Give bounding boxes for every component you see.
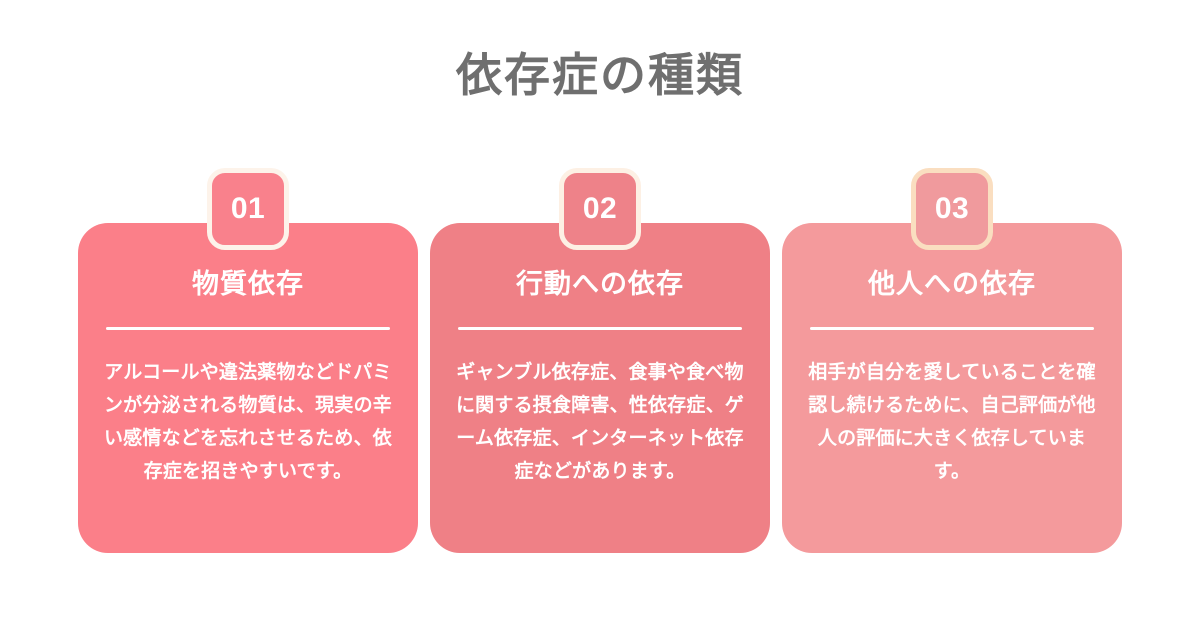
card-body-01: 物質依存 アルコールや違法薬物などドパミンが分泌される物質は、現実の辛い感情など… bbox=[78, 223, 418, 553]
card-description-02: ギャンブル依存症、食事や食べ物に関する摂食障害、性依存症、ゲーム依存症、インター… bbox=[455, 362, 744, 482]
card-description-01: アルコールや違法薬物などドパミンが分泌される物質は、現実の辛い感情などを忘れさせ… bbox=[103, 362, 392, 482]
badge-01: 01 bbox=[207, 168, 289, 250]
card-title-02: 行動への依存 bbox=[516, 269, 684, 299]
card-body-03: 他人への依存 相手が自分を愛していることを確認し続けるために、自己評価が他人の評… bbox=[782, 223, 1122, 553]
card-title-03: 他人への依存 bbox=[868, 269, 1036, 299]
card-divider-01 bbox=[106, 327, 390, 330]
badge-number-01: 01 bbox=[230, 192, 266, 225]
card-row: 01 物質依存 アルコールや違法薬物などドパミンが分泌される物質は、現実の辛い感… bbox=[78, 168, 1122, 553]
card-02: 02 行動への依存 ギャンブル依存症、食事や食べ物に関する摂食障害、性依存症、ゲ… bbox=[430, 168, 770, 553]
card-title-01: 物質依存 bbox=[192, 269, 304, 299]
card-body-02: 行動への依存 ギャンブル依存症、食事や食べ物に関する摂食障害、性依存症、ゲーム依… bbox=[430, 223, 770, 553]
badge-02: 02 bbox=[559, 168, 641, 250]
badge-03: 03 bbox=[911, 168, 993, 250]
badge-number-03: 03 bbox=[934, 192, 970, 225]
card-01: 01 物質依存 アルコールや違法薬物などドパミンが分泌される物質は、現実の辛い感… bbox=[78, 168, 418, 553]
card-divider-02 bbox=[458, 327, 742, 330]
card-03: 03 他人への依存 相手が自分を愛していることを確認し続けるために、自己評価が他… bbox=[782, 168, 1122, 553]
page-title: 依存症の種類 bbox=[456, 49, 744, 101]
badge-number-02: 02 bbox=[582, 192, 618, 225]
card-description-03: 相手が自分を愛していることを確認し続けるために、自己評価が他人の評価に大きく依存… bbox=[808, 362, 1096, 482]
card-divider-03 bbox=[810, 327, 1094, 330]
